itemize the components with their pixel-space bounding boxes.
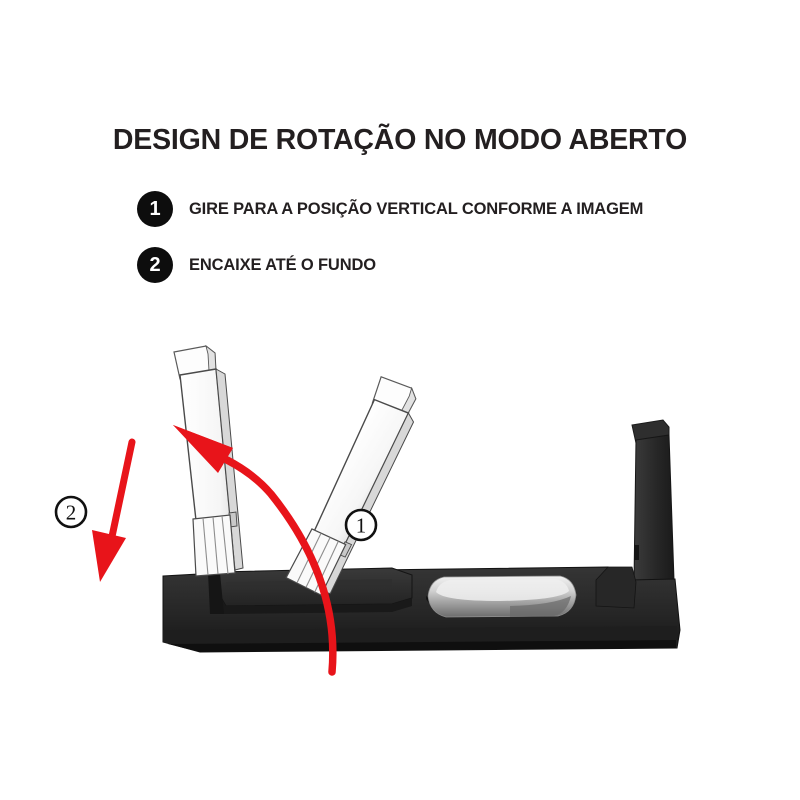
page-title: DESIGN DE ROTAÇÃO NO MODO ABERTO bbox=[112, 124, 688, 157]
step-label-2: ENCAIXE ATÉ O FUNDO bbox=[189, 255, 376, 274]
steps-list: 1 GIRE PARA A POSIÇÃO VERTICAL CONFORME … bbox=[137, 191, 737, 303]
step-label-1: GIRE PARA A POSIÇÃO VERTICAL CONFORME A … bbox=[189, 199, 644, 218]
blade-upright-ribs bbox=[202, 515, 229, 576]
marker-1-label: 1 bbox=[356, 514, 367, 538]
step-item-2: 2 ENCAIXE ATÉ O FUNDO bbox=[137, 247, 737, 283]
product-illustration: 1 2 bbox=[40, 330, 760, 700]
step-badge-1: 1 bbox=[137, 191, 173, 227]
base-bottom-edge bbox=[168, 640, 676, 652]
blade-upright bbox=[173, 344, 244, 577]
blade-tilted bbox=[285, 376, 417, 596]
marker-1: 1 bbox=[344, 508, 378, 542]
plateau-shadow bbox=[218, 592, 412, 614]
step-item-1: 1 GIRE PARA A POSIÇÃO VERTICAL CONFORME … bbox=[137, 191, 737, 227]
base-assembly bbox=[162, 419, 681, 653]
rotation-arrow-curved bbox=[173, 425, 337, 676]
step-badge-2: 2 bbox=[137, 247, 173, 283]
arm-shoulder bbox=[595, 566, 637, 609]
marker-2-label: 2 bbox=[66, 501, 77, 525]
insert-arrow-straight bbox=[92, 438, 136, 582]
plateau-notch bbox=[208, 573, 224, 614]
marker-2: 2 bbox=[54, 495, 88, 529]
metal-bowl bbox=[426, 575, 577, 618]
right-vertical-arm bbox=[631, 419, 675, 583]
